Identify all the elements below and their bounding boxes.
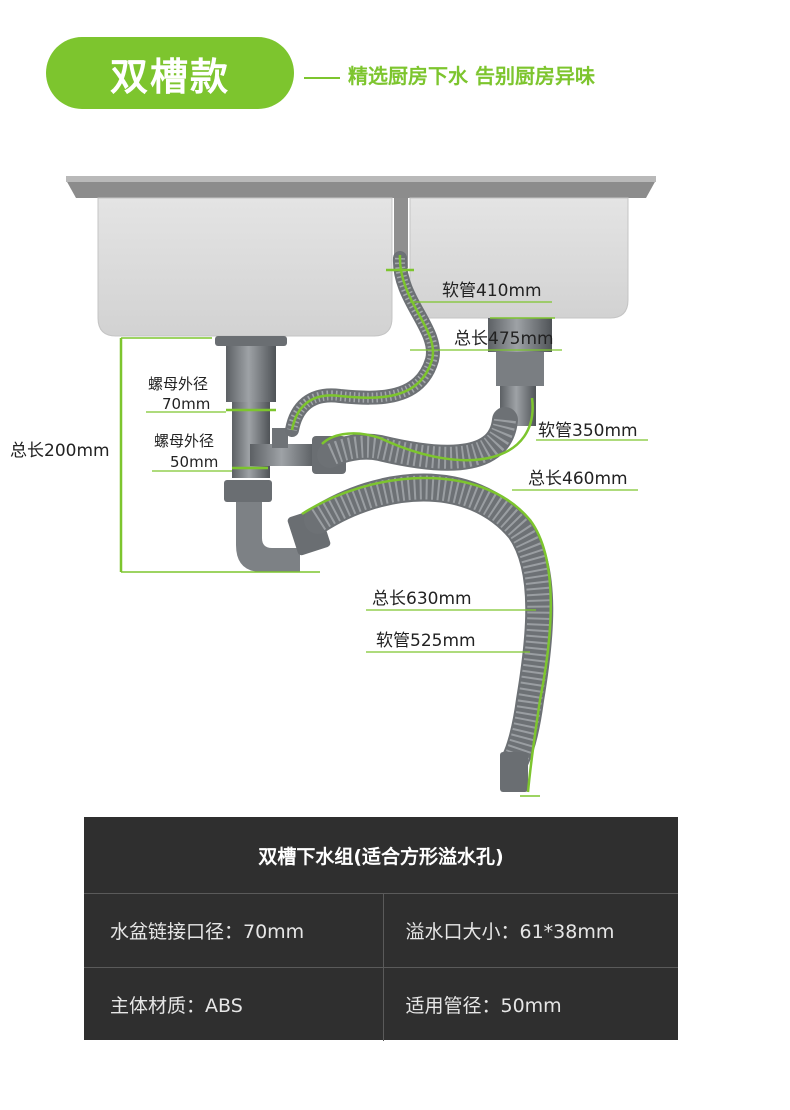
label-hose-410: 软管410mm (442, 281, 542, 301)
spec-row: 水盆链接口径：70mm 溢水口大小：61*38mm (84, 894, 678, 968)
spec-table: 双槽下水组(适合方形溢水孔) 水盆链接口径：70mm 溢水口大小：61*38mm… (84, 817, 678, 1041)
spec-cell-connector-diameter: 水盆链接口径：70mm (110, 921, 305, 943)
spec-cell-material: 主体材质：ABS (110, 995, 243, 1017)
label-hose-350: 软管350mm (538, 421, 638, 441)
sink-drain-diagram: 软管410mm 总长475mm 螺母外径 70mm 螺母外径 50mm 总长20… (10, 176, 656, 797)
guide-hose-525 (301, 476, 552, 793)
product-variant-badge: 双槽款 (46, 37, 294, 109)
label-total-460: 总长460mm (528, 469, 628, 489)
spec-cell-overflow-size: 溢水口大小：61*38mm (382, 894, 679, 967)
guide-hose-350 (321, 397, 534, 462)
right-strainer (488, 318, 552, 352)
right-nut (496, 352, 544, 386)
label-total-475: 总长475mm (454, 329, 554, 349)
tagline-text: 精选厨房下水 告别厨房异味 (348, 64, 595, 88)
lower-nut (224, 480, 272, 502)
hose-525-body (304, 473, 554, 774)
label-nut-70-line2: 70mm (162, 395, 210, 413)
label-nut-70-line1: 螺母外径 (148, 375, 208, 393)
sink-rim-top (66, 176, 656, 182)
label-total-200: 总长200mm (10, 441, 110, 461)
left-strainer-nut (215, 336, 287, 346)
hose-350-ribs (325, 417, 516, 469)
sink-basin-left (97, 197, 393, 337)
measurement-labels: 软管410mm 总长475mm 螺母外径 70mm 螺母外径 50mm 总长20… (10, 281, 638, 651)
sink-rim (66, 180, 656, 198)
label-leaders (146, 301, 648, 653)
guide-overflow-hose (290, 254, 435, 431)
tagline-dash (304, 76, 340, 79)
badge-text: 双槽款 (109, 54, 230, 99)
p-trap (236, 502, 300, 572)
measurement-guides (119, 254, 555, 797)
sink (66, 176, 656, 337)
spec-row: 主体材质：ABS 适用管径：50mm (84, 968, 678, 1041)
label-nut-50-line2: 50mm (170, 453, 218, 471)
left-tailpiece (226, 346, 276, 402)
sink-divider (394, 198, 408, 268)
label-nut-50-line1: 螺母外径 (154, 432, 214, 450)
label-total-630: 总长630mm (372, 589, 472, 609)
spec-cell-pipe-diameter: 适用管径：50mm (382, 968, 679, 1041)
tagline: 精选厨房下水 告别厨房异味 (304, 60, 595, 89)
outlet-fitting (500, 752, 528, 792)
hose-525-ribs (311, 475, 552, 766)
label-hose-525: 软管525mm (376, 631, 476, 651)
tee-branch (250, 444, 320, 466)
left-pipe (232, 402, 270, 478)
overflow-port (272, 428, 288, 448)
spec-title: 双槽下水组(适合方形溢水孔) (84, 817, 678, 894)
